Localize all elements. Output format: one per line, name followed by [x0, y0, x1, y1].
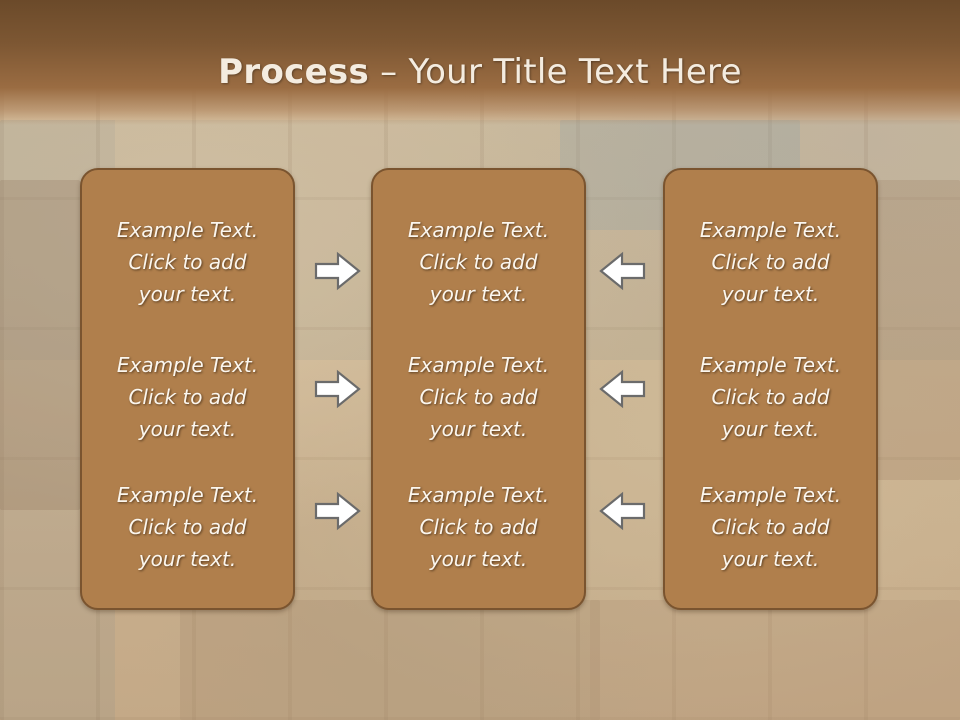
text-line: Example Text.: [407, 353, 550, 377]
right-text-block-1[interactable]: Example Text. Click to add your text.: [665, 214, 876, 310]
text-line: Example Text.: [407, 483, 550, 507]
text-line: Click to add: [419, 250, 538, 274]
text-line: your text.: [429, 282, 528, 306]
text-line: Example Text.: [407, 218, 550, 242]
left-text-block-3[interactable]: Example Text. Click to add your text.: [82, 479, 293, 575]
title-rest: – Your Title Text Here: [369, 52, 742, 92]
text-line: Click to add: [128, 515, 247, 539]
arrow-left-icon: [599, 251, 646, 291]
text-line: your text.: [429, 417, 528, 441]
slide-title[interactable]: Process – Your Title Text Here: [0, 52, 960, 92]
arrow-right-icon: [314, 369, 361, 409]
text-line: Click to add: [711, 250, 830, 274]
arrow-right-icon: [314, 251, 361, 291]
text-line: your text.: [138, 547, 237, 571]
text-line: Example Text.: [116, 353, 259, 377]
background-photo-tile: [180, 600, 600, 720]
text-line: Click to add: [128, 385, 247, 409]
text-line: your text.: [138, 417, 237, 441]
right-process-box[interactable]: Example Text. Click to add your text. Ex…: [663, 168, 878, 610]
text-line: Example Text.: [699, 353, 842, 377]
background-photo-tile: [0, 180, 80, 510]
arrow-right-icon: [314, 491, 361, 531]
left-process-box[interactable]: Example Text. Click to add your text. Ex…: [80, 168, 295, 610]
text-line: your text.: [429, 547, 528, 571]
text-line: Example Text.: [699, 483, 842, 507]
arrow-left-icon: [599, 491, 646, 531]
text-line: your text.: [721, 282, 820, 306]
middle-text-block-3[interactable]: Example Text. Click to add your text.: [373, 479, 584, 575]
text-line: Example Text.: [116, 218, 259, 242]
text-line: your text.: [138, 282, 237, 306]
text-line: Click to add: [419, 515, 538, 539]
text-line: Example Text.: [116, 483, 259, 507]
arrow-left-icon: [599, 369, 646, 409]
middle-text-block-1[interactable]: Example Text. Click to add your text.: [373, 214, 584, 310]
text-line: Click to add: [128, 250, 247, 274]
text-line: Click to add: [711, 515, 830, 539]
right-text-block-2[interactable]: Example Text. Click to add your text.: [665, 349, 876, 445]
text-line: Example Text.: [699, 218, 842, 242]
middle-process-box[interactable]: Example Text. Click to add your text. Ex…: [371, 168, 586, 610]
title-bar: [0, 0, 960, 125]
right-text-block-3[interactable]: Example Text. Click to add your text.: [665, 479, 876, 575]
text-line: Click to add: [419, 385, 538, 409]
text-line: your text.: [721, 547, 820, 571]
text-line: Click to add: [711, 385, 830, 409]
left-text-block-1[interactable]: Example Text. Click to add your text.: [82, 214, 293, 310]
text-line: your text.: [721, 417, 820, 441]
background-photo-tile: [590, 600, 960, 720]
background-photo-tile: [875, 180, 960, 480]
middle-text-block-2[interactable]: Example Text. Click to add your text.: [373, 349, 584, 445]
title-bold: Process: [218, 52, 370, 92]
left-text-block-2[interactable]: Example Text. Click to add your text.: [82, 349, 293, 445]
